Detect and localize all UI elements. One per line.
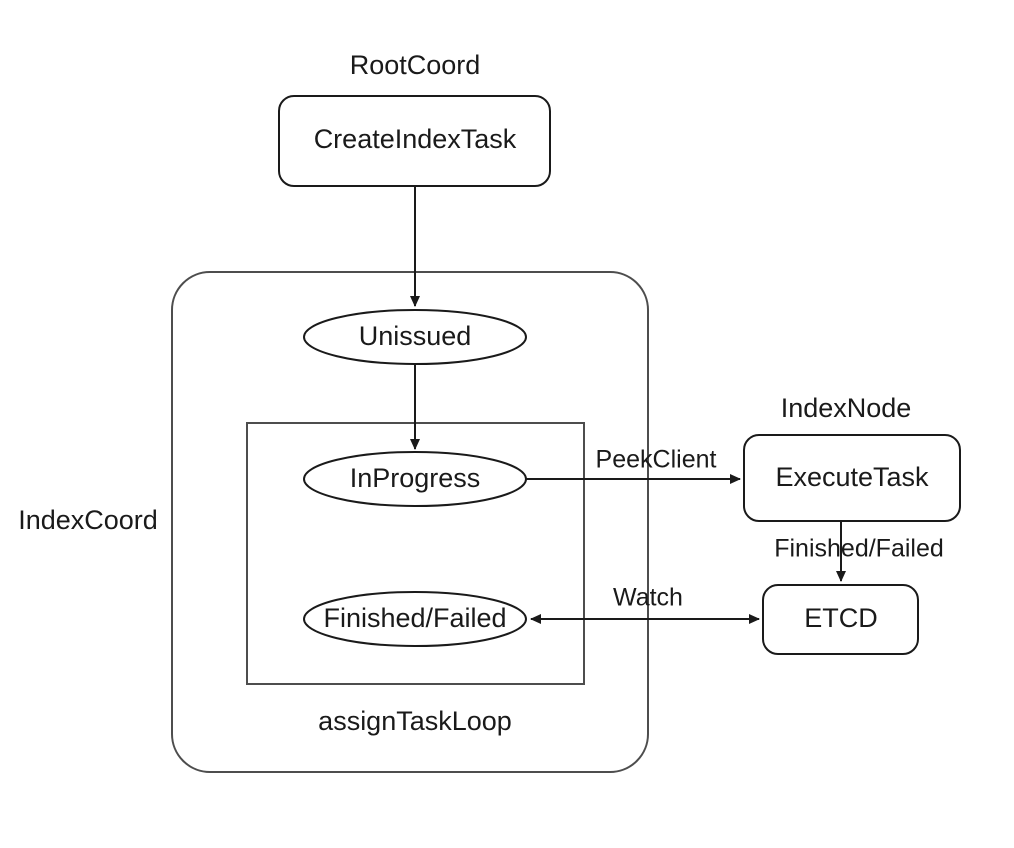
edge-label-finished-failed: Finished/Failed — [774, 535, 944, 563]
node-etcd-label: ETCD — [804, 603, 878, 633]
node-create-index-task-shape — [278, 95, 551, 187]
node-in-progress-shape — [303, 451, 527, 507]
node-etcd[interactable]: ETCD — [762, 584, 919, 655]
group-assign-task-loop-label: assignTaskLoop — [318, 706, 512, 736]
edge-label-peek-client: PeekClient — [596, 446, 717, 474]
node-unissued-label: Unissued — [359, 321, 472, 351]
node-etcd-shape — [762, 584, 919, 655]
node-create-index-task[interactable]: CreateIndexTask — [278, 95, 551, 187]
group-index-coord — [171, 271, 649, 773]
node-finished-failed[interactable]: Finished/Failed — [303, 591, 527, 647]
group-index-coord-label: IndexCoord — [18, 505, 158, 535]
node-finished-failed-label: Finished/Failed — [323, 603, 506, 633]
node-finished-failed-shape — [303, 591, 527, 647]
node-root-coord-label: RootCoord — [350, 50, 481, 80]
node-index-node-label: IndexNode — [781, 393, 912, 423]
node-create-index-task-label: CreateIndexTask — [314, 124, 517, 154]
node-unissued[interactable]: Unissued — [303, 309, 527, 365]
node-execute-task-label: ExecuteTask — [775, 462, 929, 492]
node-in-progress-label: InProgress — [350, 463, 481, 493]
node-in-progress[interactable]: InProgress — [303, 451, 527, 507]
node-execute-task[interactable]: ExecuteTask — [743, 434, 961, 522]
node-unissued-shape — [303, 309, 527, 365]
node-execute-task-shape — [743, 434, 961, 522]
edge-label-watch: Watch — [613, 584, 683, 612]
